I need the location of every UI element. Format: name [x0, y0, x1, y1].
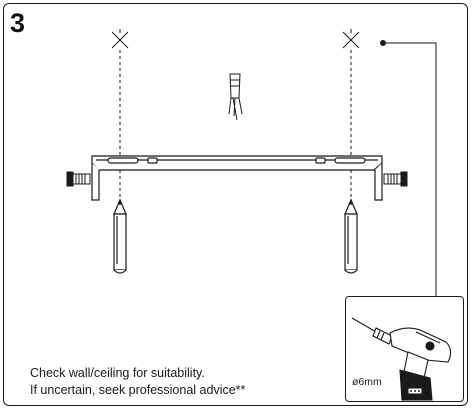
- drill-bit-size: ø6mm: [352, 376, 382, 388]
- pencil-icon-right: [344, 198, 358, 274]
- guide-lines: [119, 50, 352, 205]
- instruction-panel: [3, 3, 468, 406]
- safety-note: Check wall/ceiling for suitability. If u…: [30, 365, 245, 398]
- pencil-icon-left: [113, 198, 127, 274]
- drill-mark-icon-left: [111, 29, 129, 49]
- step-number: 3: [10, 8, 26, 38]
- screw-icon-right: [383, 171, 408, 187]
- safety-note-line-2: If uncertain, seek professional advice**: [30, 382, 246, 397]
- safety-note-line-1: Check wall/ceiling for suitability.: [30, 366, 205, 380]
- wall-anchor-icon: [228, 73, 243, 121]
- leader-line: [380, 40, 437, 296]
- drill-mark-icon-right: [342, 29, 360, 49]
- mounting-bracket: [91, 155, 383, 201]
- screw-icon-left: [66, 171, 91, 187]
